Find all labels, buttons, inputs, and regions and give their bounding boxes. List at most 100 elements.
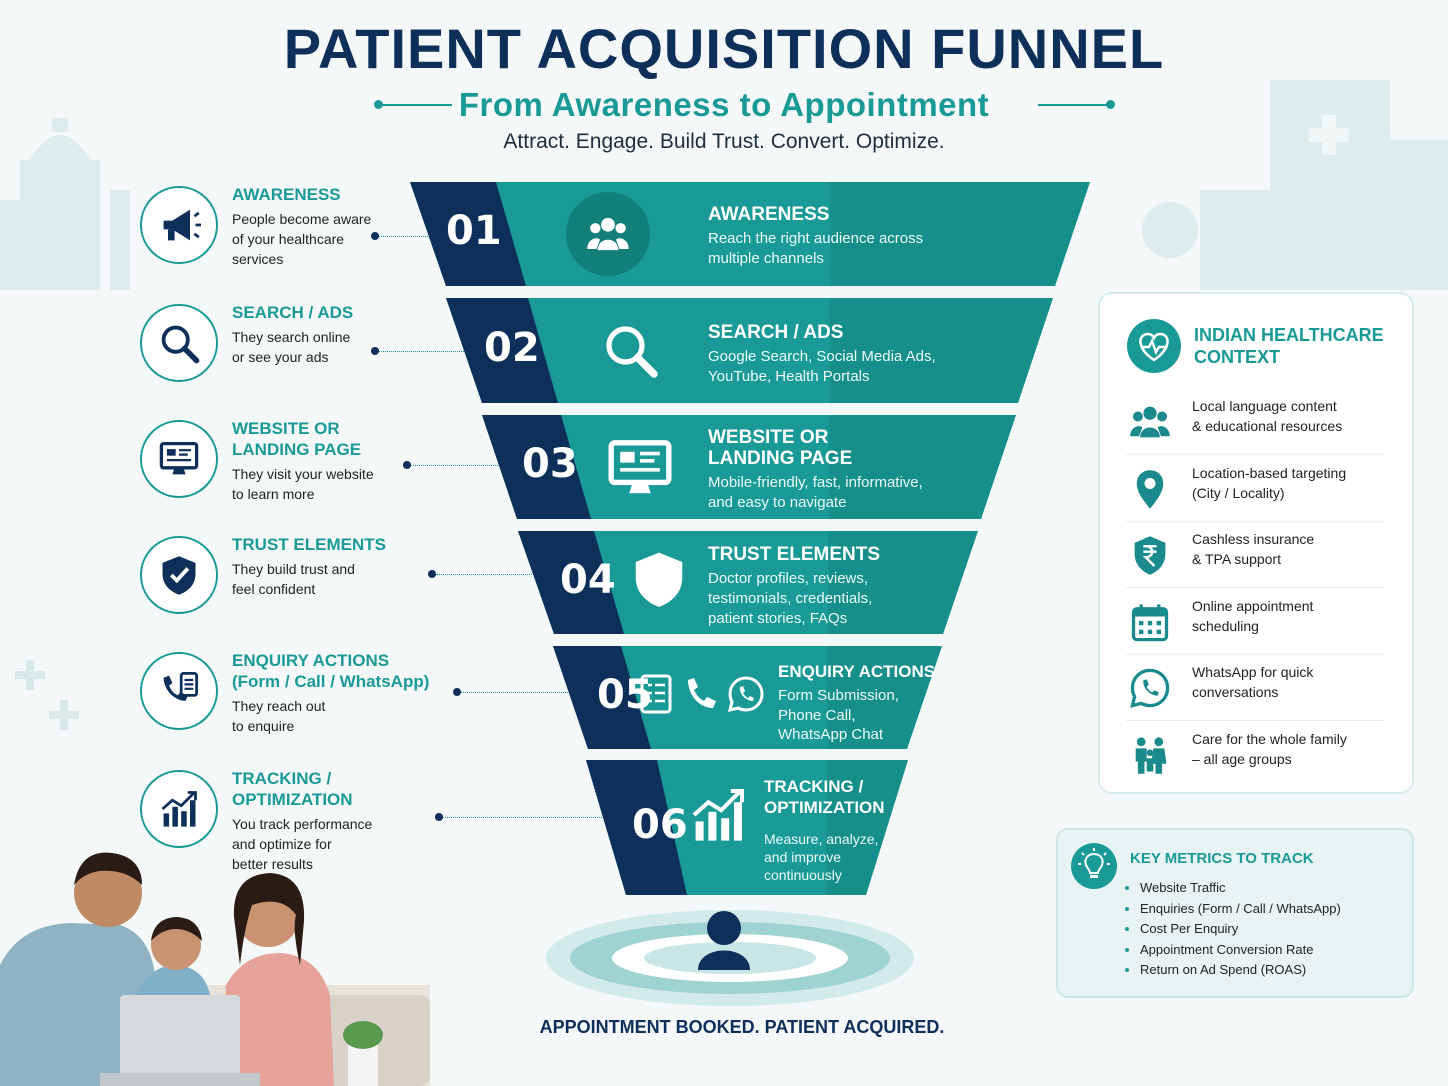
funnel-band-shade [827, 646, 942, 749]
funnel-stage-desc-line: WhatsApp Chat [778, 726, 884, 743]
context-item-line: Care for the whole family [1192, 730, 1347, 747]
page-title: PATIENT ACQUISITION FUNNEL [283, 17, 1165, 80]
family-icon [1128, 733, 1172, 782]
funnel-stage-desc: Doctor profiles, reviews,testimonials, c… [708, 569, 872, 629]
funnel-stage-02 [446, 298, 1053, 403]
funnel-band-shade [830, 182, 1090, 286]
context-item-line: – all age groups [1192, 750, 1292, 767]
connector-line [411, 465, 516, 466]
left-step-desc-line: You track performance [232, 816, 373, 832]
left-step-desc-line: They visit your website [232, 466, 374, 482]
rupee-shield-icon [1128, 533, 1172, 582]
shield-check-icon [162, 556, 196, 595]
left-step-desc-line: They reach out [232, 698, 326, 714]
left-step-desc-line: They build trust and [232, 561, 355, 577]
left-step-title-line: TRACKING / [232, 769, 332, 788]
people-icon [1128, 400, 1172, 449]
chart-growth-icon [686, 783, 750, 852]
funnel-stage-04 [518, 531, 978, 634]
funnel-band-shade [826, 760, 908, 895]
context-item-line: Location-based targeting [1192, 464, 1347, 481]
funnel-number-block [553, 646, 651, 749]
context-item-line: Cashless insurance [1192, 531, 1315, 547]
left-step-title: SEARCH / ADS [232, 302, 353, 323]
connector-dot [403, 461, 411, 469]
left-step-title: ENQUIRY ACTIONS(Form / Call / WhatsApp) [232, 650, 429, 692]
connector-line [443, 817, 610, 818]
left-step-desc-line: or see your ads [232, 349, 329, 365]
context-item-line: WhatsApp for quick [1192, 664, 1314, 680]
left-step-icon-circle [140, 652, 218, 730]
left-step-title-line: TRUST ELEMENTS [232, 535, 386, 554]
funnel-stage-desc-line: patient stories, FAQs [708, 610, 848, 627]
left-step-title-line: ENQUIRY ACTIONS [232, 651, 390, 670]
funnel-stage-desc-line: testimonials, credentials, [708, 590, 873, 607]
left-step-desc-line: to enquire [232, 718, 295, 734]
megaphone-icon [163, 209, 201, 241]
location-pin-icon [1128, 467, 1172, 516]
context-title-line: INDIAN HEALTHCARE [1194, 325, 1384, 345]
key-metrics-panel: KEY METRICS TO TRACK Website TrafficEnqu… [1056, 828, 1414, 998]
left-step-title-line: WEBSITE OR [232, 419, 340, 438]
funnel-number-block [410, 182, 526, 286]
funnel-stage-desc-line: Form Submission, [778, 687, 899, 704]
left-step-desc: They reach out to enquire [232, 696, 429, 736]
funnel-stage-title-line: OPTIMIZATION [764, 798, 885, 817]
search-icon [161, 325, 200, 364]
funnel-stage-title-line: TRACKING / [764, 777, 864, 796]
left-step-title: TRUST ELEMENTS [232, 534, 386, 555]
context-item-line: & TPA support [1192, 551, 1281, 567]
metric-item: Website Traffic [1140, 878, 1341, 899]
monitor-icon [159, 441, 199, 475]
monitor-icon [604, 432, 676, 509]
left-step-desc-line: to learn more [232, 486, 315, 502]
funnel-stage-title-line: TRUST ELEMENTS [708, 544, 881, 565]
context-item: Location-based targeting (City / Locality… [1126, 455, 1384, 522]
funnel-stage-title: AWARENESS [708, 204, 829, 225]
context-item: Local language content& educational reso… [1126, 388, 1384, 455]
metrics-list: Website TrafficEnquiries (Form / Call / … [1126, 878, 1341, 981]
left-step-title-line: SEARCH / ADS [232, 303, 354, 322]
left-step-text: ENQUIRY ACTIONS(Form / Call / WhatsApp)T… [232, 650, 429, 736]
connector-line [379, 351, 490, 352]
funnel-stage-title-line: LANDING PAGE [708, 448, 853, 469]
funnel-stage-number: 06 [632, 801, 688, 848]
left-step-desc: They visit your website to learn more [232, 464, 374, 504]
funnel-stage-desc: Form Submission, Phone Call, WhatsApp Chat [778, 686, 899, 745]
connector-line [379, 236, 448, 237]
funnel-stage-title: TRACKING / OPTIMIZATION [764, 776, 885, 818]
left-step-title: AWARENESS [232, 184, 371, 205]
metric-item: Return on Ad Spend (ROAS) [1140, 960, 1341, 981]
left-step-icon-circle [140, 304, 218, 382]
context-item-line: (City / Locality) [1192, 484, 1285, 501]
funnel-stage-number: 04 [560, 556, 616, 603]
context-item-line: conversations [1192, 684, 1279, 700]
subtitle-dot-right [1106, 100, 1115, 109]
funnel-band-shade [828, 531, 978, 634]
subtitle-rule-left [382, 104, 452, 106]
left-step-icon-circle [140, 770, 218, 848]
left-step-desc-line: services [232, 251, 284, 267]
connector-dot [428, 570, 436, 578]
connector-dot [453, 688, 461, 696]
left-step-desc-line: and optimize for [232, 836, 332, 852]
funnel-stage-05 [553, 646, 942, 749]
funnel-stage-desc-line: Measure, analyze, [764, 831, 879, 847]
context-item-line: & educational resources [1192, 418, 1343, 434]
left-step-desc-line: of your healthcare [232, 231, 345, 247]
context-item: Care for the whole family – all age group… [1126, 721, 1384, 787]
funnel-number-block [518, 531, 624, 634]
context-item-text: Local language content& educational reso… [1192, 396, 1342, 436]
heart-pulse-icon [1127, 319, 1181, 373]
context-item: Cashless insurance & TPA support [1126, 521, 1384, 588]
funnel-stage-desc-line: Phone Call, [778, 706, 856, 724]
patient-person-icon [698, 911, 750, 970]
funnel-stage-desc-line: Google Search, Social Media Ads, [708, 348, 936, 365]
